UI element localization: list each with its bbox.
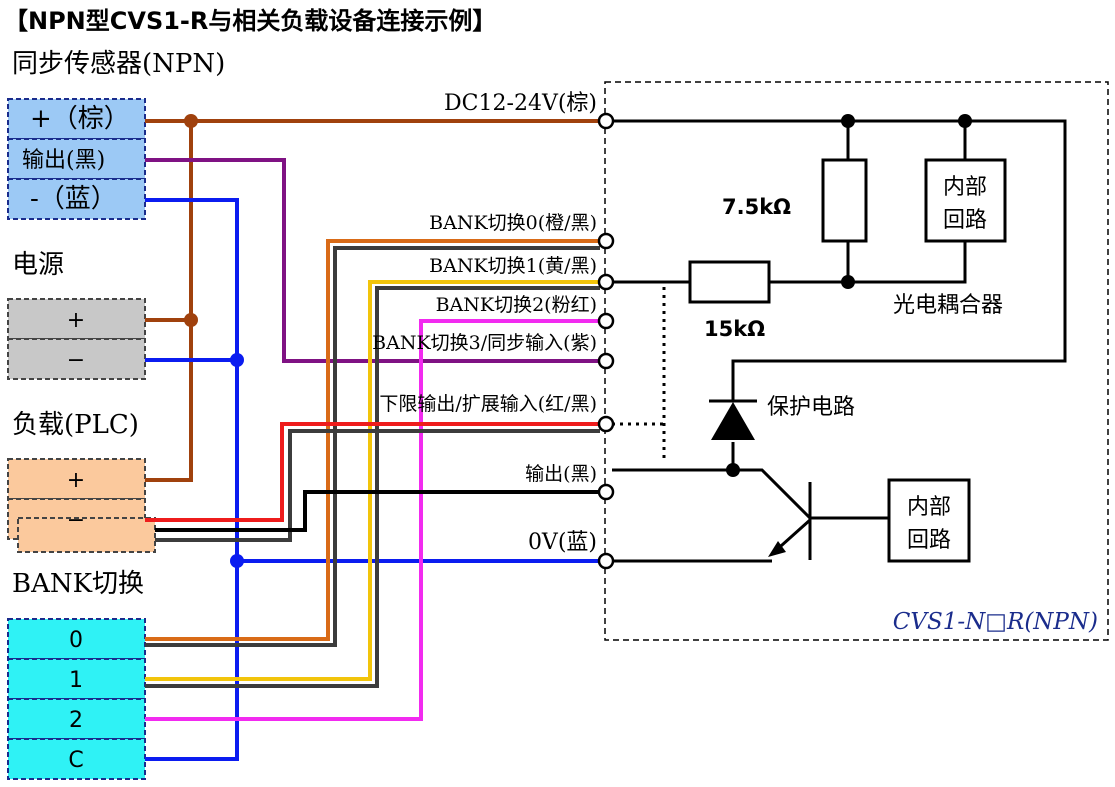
power-plus-box — [7, 298, 146, 340]
terminal-label-dc: DC12-24V(棕) — [444, 91, 597, 116]
terminal-lower — [597, 415, 615, 433]
junction-dot — [958, 114, 972, 128]
terminal-output — [597, 483, 615, 501]
sensor-plus-label: +（棕） — [30, 104, 130, 134]
junction-dot — [184, 114, 198, 128]
bank-box-c — [7, 738, 146, 780]
internal-junction-dots — [841, 114, 972, 289]
internal-circuit-box-2 — [887, 478, 971, 563]
terminal-bank3 — [597, 352, 615, 370]
junction-dot — [230, 353, 244, 367]
diode-junction-dot — [726, 463, 740, 477]
bank-label-2: 2 — [69, 708, 83, 733]
internal-circuit-box-1 — [924, 158, 1007, 243]
terminal-labels: DC12-24V(棕) BANK切换0(橙/黑) BANK切换1(黄/黑) BA… — [372, 91, 597, 555]
protection-diode — [709, 399, 757, 440]
sensor-heading: 同步传感器(NPN) — [12, 49, 225, 79]
sensor-out-box — [7, 138, 146, 180]
protection-circuit-label: 保护电路 — [767, 395, 855, 420]
power-heading: 电源 — [12, 250, 64, 280]
wire-black-output — [155, 490, 600, 532]
wire-brown-dc — [145, 119, 600, 482]
junction-dot — [230, 554, 244, 568]
load-heading: 负载(PLC) — [12, 410, 139, 440]
wire-pink-bank2 — [145, 319, 600, 721]
photocoupler-label: 光电耦合器 — [893, 293, 1003, 318]
resistor-15k — [688, 260, 771, 304]
junction-dot — [841, 275, 855, 289]
terminal-dc — [597, 112, 615, 130]
wire-darkgray-bank1 — [145, 286, 600, 688]
terminal-label-bank0: BANK切换0(橙/黑) — [429, 212, 597, 234]
internal-circuit-2-line2: 回路 — [907, 528, 951, 553]
terminal-label-bank2: BANK切换2(粉红) — [436, 294, 597, 316]
wire-darkgray-lower — [155, 429, 600, 542]
power-block: + − — [7, 298, 146, 380]
terminal-label-bank3: BANK切换3/同步输入(紫) — [372, 332, 597, 354]
load-minus-label: − — [67, 508, 85, 533]
diode-triangle — [711, 402, 755, 440]
resistor-15k-label: 15kΩ — [704, 317, 765, 341]
terminal-label-bank1: BANK切换1(黄/黑) — [429, 255, 597, 277]
sensor-out-label: 输出(黑) — [22, 148, 105, 173]
resistor-7-5k — [821, 158, 868, 243]
terminal-label-lower: 下限输出/扩展输入(红/黑) — [379, 393, 597, 415]
load-block: + − — [7, 458, 156, 553]
dotted-lines — [612, 287, 666, 462]
bank-label-1: 1 — [69, 668, 83, 693]
internal-wire-transistor — [612, 442, 889, 563]
bank-block: 0 1 2 C — [7, 618, 146, 780]
wire-orange-bank0 — [145, 239, 600, 641]
junction-dot — [184, 313, 198, 327]
wires — [145, 119, 600, 761]
wire-blue-0v — [145, 198, 600, 761]
junction-dots — [184, 114, 244, 568]
bank-heading: BANK切换 — [12, 569, 144, 599]
transistor-emitter-arrow — [768, 541, 786, 557]
sensor-minus-label: -（蓝） — [30, 184, 117, 214]
internal-circuit-2-line1: 内部 — [907, 495, 951, 520]
load-plus-label: + — [67, 468, 85, 493]
internal-circuit-1-line2: 回路 — [943, 208, 987, 233]
terminal-bank0 — [597, 232, 615, 250]
internal-circuit-1-line1: 内部 — [943, 175, 987, 200]
power-minus-box — [7, 338, 146, 380]
terminal-0v — [597, 552, 615, 570]
model-label: CVS1-N□R(NPN) — [893, 609, 1098, 635]
resistor-7-5k-label: 7.5kΩ — [722, 195, 791, 219]
internal-wire-dc — [612, 119, 1067, 401]
internal-circuit — [612, 119, 1067, 563]
terminals — [597, 112, 615, 570]
wire-yellow-bank1 — [145, 280, 600, 681]
terminal-label-output: 输出(黑) — [525, 463, 597, 485]
power-minus-label: − — [67, 348, 85, 373]
power-plus-label: + — [67, 308, 85, 333]
sensor-block: +（棕） 输出(黑) -（蓝） — [7, 98, 146, 220]
bank-label-c: C — [68, 748, 83, 773]
wire-purple-bank3 — [145, 158, 600, 363]
bank-label-0: 0 — [69, 628, 83, 653]
bank-box-2 — [7, 698, 146, 740]
wire-darkgray-bank0 — [145, 246, 600, 647]
terminal-bank2 — [597, 312, 615, 330]
terminal-label-0v: 0V(蓝) — [528, 530, 597, 555]
terminal-bank1 — [597, 273, 615, 291]
junction-dot — [841, 114, 855, 128]
wire-red-lower — [145, 422, 600, 522]
sensor-minus-box — [7, 178, 146, 220]
load-minus-box-2 — [17, 517, 156, 553]
diagram-title: 【NPN型CVS1-R与相关负载设备连接示例】 — [4, 7, 496, 35]
